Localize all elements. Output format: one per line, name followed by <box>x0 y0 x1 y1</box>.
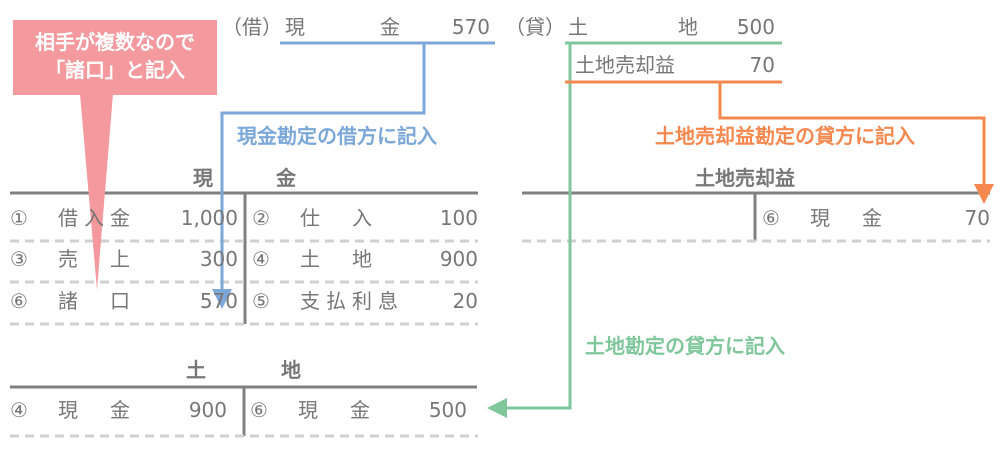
cash-debit-row-amount: 570 <box>199 289 238 313</box>
cash-credit-row-name: 支払利息 <box>300 289 404 313</box>
gain-credit-row-no: ⑥ <box>762 206 780 230</box>
land-debit-row-name: 現 金 <box>58 398 136 422</box>
cash-debit-row-no: ① <box>10 206 28 230</box>
cash-debit-row-amount: 1,000 <box>180 206 238 230</box>
annotation-land-credit: 土地勘定の貸方に記入 <box>585 334 785 358</box>
green-arrow <box>487 41 782 418</box>
callout-line2: 「諸口」と記入 <box>45 58 185 82</box>
cash-credit-row-no: ⑤ <box>252 289 270 313</box>
orange-arrow <box>565 80 994 204</box>
cash-title-2: 金 <box>276 166 296 190</box>
credit-marker: （貸） <box>505 15 565 39</box>
journal-debit-account-2: 金 <box>380 15 400 39</box>
gain-title: 土地売却益 <box>695 166 795 190</box>
callout-line1: 相手が複数なので <box>35 30 195 54</box>
land-debit-row-no: ④ <box>10 398 28 422</box>
land-credit-row-no: ⑥ <box>250 398 268 422</box>
cash-title-1: 現 <box>193 166 213 190</box>
journal-debit-amount: 570 <box>451 15 490 39</box>
journal-credit2-account: 土地売却益 <box>575 53 675 77</box>
land-credit-row-amount: 500 <box>428 398 467 422</box>
land-title-1: 土 <box>186 358 206 382</box>
annotation-cash-debit: 現金勘定の借方に記入 <box>237 124 437 148</box>
cash-credit-row-name: 土 地 <box>300 247 378 271</box>
journal-credit-account-2: 地 <box>678 15 698 39</box>
cash-credit-row-amount: 900 <box>439 247 478 271</box>
journal-credit-amount: 500 <box>736 15 775 39</box>
cash-debit-row-amount: 300 <box>199 247 238 271</box>
journal-debit-account-1: 現 <box>285 15 305 39</box>
cash-credit-row-no: ④ <box>252 247 270 271</box>
t-account-rules <box>10 191 990 436</box>
cash-credit-row-name: 仕 入 <box>300 206 378 230</box>
land-title-2: 地 <box>281 358 301 382</box>
cash-credit-row-no: ② <box>252 206 270 230</box>
gain-credit-row-amount: 70 <box>964 206 990 230</box>
blue-arrow <box>212 41 495 309</box>
cash-debit-row-no: ⑥ <box>10 289 28 313</box>
row-dividers <box>10 239 990 438</box>
journal-credit2-amount: 70 <box>749 53 775 77</box>
cash-debit-row-name: 諸 口 <box>58 289 136 313</box>
annotation-gain-credit: 土地売却益勘定の貸方に記入 <box>655 124 915 148</box>
cash-credit-row-amount: 100 <box>439 206 478 230</box>
debit-marker: （借） <box>222 15 282 39</box>
land-debit-row-amount: 900 <box>188 398 227 422</box>
callout-box: 相手が複数なので 「諸口」と記入 <box>13 20 217 95</box>
cash-credit-row-amount: 20 <box>452 289 478 313</box>
gain-credit-row-name: 現 金 <box>810 206 888 230</box>
callout-pointer <box>80 94 113 290</box>
cash-debit-row-name: 売 上 <box>58 247 136 271</box>
cash-debit-row-name: 借入金 <box>58 206 136 230</box>
land-credit-row-name: 現 金 <box>298 398 376 422</box>
journal-credit-account-1: 土 <box>568 15 588 39</box>
cash-debit-row-no: ③ <box>10 247 28 271</box>
